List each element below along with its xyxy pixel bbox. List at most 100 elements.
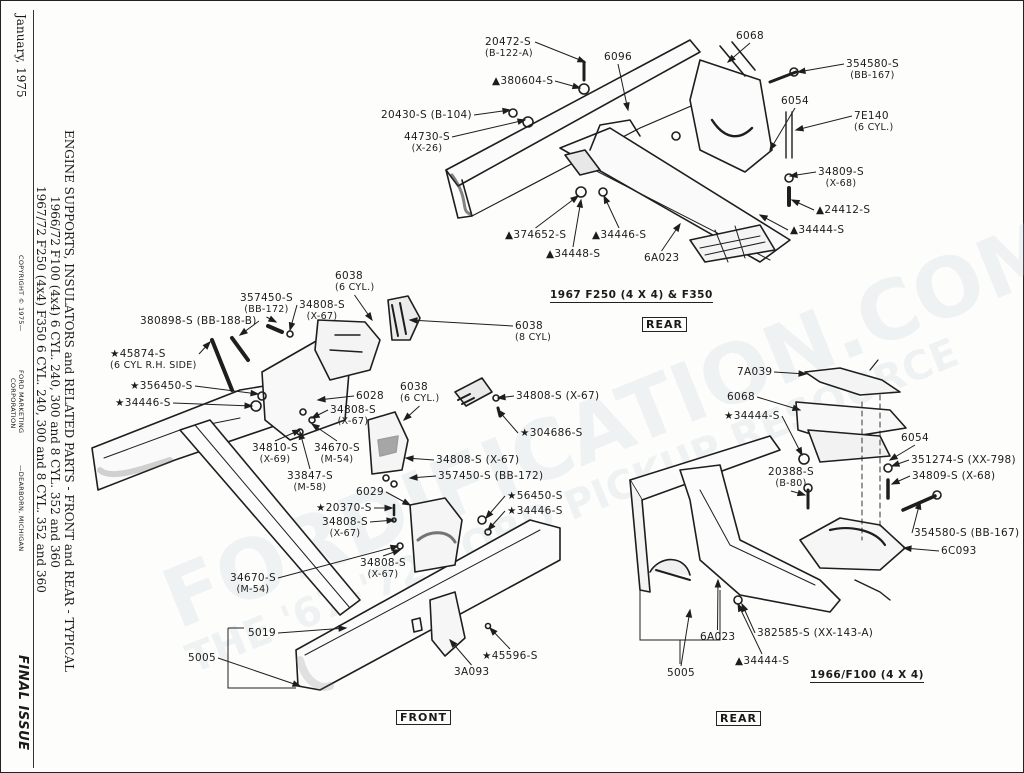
- view-label-rear-top: REAR: [642, 317, 687, 332]
- part-callout-24412-s: ▲24412-S: [816, 204, 870, 216]
- part-number: ★45874-S: [110, 348, 166, 360]
- part-callout-34810-s: 34810-S(X-69): [252, 442, 298, 466]
- part-number: 34808-S: [322, 516, 368, 528]
- part-callout-6a023: 6A023: [644, 252, 679, 264]
- part-spec: (M-54): [320, 454, 354, 465]
- arrowhead-icon: [603, 194, 611, 205]
- arrowhead-icon: [244, 402, 254, 410]
- part-callout-357450-s-bb-172: 357450-S (BB-172): [438, 470, 543, 482]
- leader-line: [172, 402, 253, 407]
- arrowhead-icon: [250, 389, 260, 397]
- part-callout-34444-s: ★34444-S: [724, 410, 780, 422]
- part-callout-304686-s: ★304686-S: [520, 427, 583, 439]
- part-callout-34446-s: ▲34446-S: [592, 229, 646, 241]
- sheet-title: ENGINE SUPPORTS, INSULATORS and RELATED …: [62, 130, 76, 673]
- part-callout-6096: 6096: [604, 51, 632, 63]
- part-callout-45874-s: ★45874-S(6 CYL R.H. SIDE): [110, 348, 197, 372]
- part-number: ★56450-S: [507, 490, 563, 502]
- arrowhead-icon: [502, 107, 512, 115]
- part-spec: (X-68): [825, 178, 857, 189]
- sheet-subtitle-f100: 1966/72 F100 (4x4) 6 CYL. 240, 300 and 8…: [48, 196, 62, 568]
- part-callout-6028: 6028: [356, 390, 384, 402]
- part-number: 354580-S: [846, 58, 899, 70]
- part-callout-380898-s-bb-188-b: 380898-S (BB-188-B): [140, 315, 257, 327]
- arrowhead-icon: [791, 404, 802, 412]
- part-callout-6a023: 6A023: [700, 631, 735, 643]
- part-callout-5005: 5005: [667, 667, 695, 679]
- part-number: 6068: [736, 30, 764, 42]
- part-number: ★34444-S: [724, 410, 780, 422]
- arrowhead-icon: [788, 171, 798, 179]
- part-callout-6068: 6068: [727, 391, 755, 403]
- part-number: ▲34448-S: [546, 248, 601, 260]
- arrowhead-icon: [890, 477, 901, 485]
- part-number: 20472-S: [485, 36, 531, 48]
- arrowhead-icon: [298, 430, 306, 441]
- part-number: ▲34444-S: [735, 655, 790, 667]
- part-spec: (X-67): [329, 528, 361, 539]
- part-number: ★34446-S: [507, 505, 563, 517]
- arrowhead-icon: [497, 408, 506, 418]
- part-number: 354580-S (BB-167): [914, 527, 1020, 539]
- part-number: 34810-S: [252, 442, 298, 454]
- leader-lines: [172, 41, 940, 689]
- arrowhead-icon: [914, 500, 922, 511]
- part-callout-34444-s: ▲34444-S: [735, 655, 789, 667]
- publisher-corp: CORPORATION: [9, 378, 17, 429]
- part-callout-7e140: 7E140(6 CYL.): [854, 110, 893, 134]
- part-number: 6A023: [644, 252, 680, 264]
- part-callout-5005: 5005: [188, 652, 216, 664]
- part-number: ★356450-S: [130, 380, 193, 392]
- part-spec: (6 CYL.): [400, 393, 440, 404]
- arrowhead-icon: [404, 455, 414, 462]
- sheet-subtitle-f250-f350: 1967/72 F250 (4x4) F350 6 CYL. 240, 300 …: [34, 186, 48, 593]
- part-number: 34808-S: [299, 299, 345, 311]
- arrowhead-icon: [726, 54, 736, 63]
- part-spec: (M-58): [293, 482, 327, 493]
- part-number: 6038: [515, 320, 543, 332]
- arrowhead-icon: [238, 327, 249, 336]
- arrowhead-icon: [402, 412, 412, 421]
- part-callout-34809-s: 34809-S(X-68): [818, 166, 864, 190]
- part-number: ▲24412-S: [816, 204, 871, 216]
- part-callout-20388-s: 20388-S(B-80): [768, 466, 814, 490]
- part-number: 6054: [781, 95, 809, 107]
- part-spec: (6 CYL.): [335, 282, 375, 293]
- arrowhead-icon: [516, 118, 527, 125]
- part-number: 34670-S: [314, 442, 360, 454]
- part-callout-354580-s: 354580-S(BB-167): [846, 58, 899, 82]
- part-callout-6038: 6038(8 CYL): [515, 320, 551, 344]
- part-number: 6054: [901, 432, 929, 444]
- part-number: 34808-S: [360, 557, 406, 569]
- part-callout-34808-s: 34808-S(X-67): [360, 557, 406, 581]
- part-callout-34670-s: 34670-S(M-54): [314, 442, 360, 466]
- view-label-rear-bottom: REAR: [716, 711, 761, 726]
- part-number: 34809-S (X-68): [912, 470, 996, 482]
- part-callout-33847-s: 33847-S(M-58): [287, 470, 333, 494]
- part-spec: (BB-167): [850, 70, 895, 81]
- part-number: 351274-S (XX-798): [911, 454, 1016, 466]
- part-callout-6054: 6054: [901, 432, 929, 444]
- part-number: 5019: [248, 627, 276, 639]
- publisher-name: FORD MARKETING: [17, 370, 25, 434]
- part-callout-34808-s: 34808-S(X-67): [322, 516, 368, 540]
- part-spec: (6 CYL R.H. SIDE): [110, 360, 197, 371]
- arrowhead-icon: [758, 214, 769, 222]
- part-callout-34808-s: 34808-S(X-67): [299, 299, 345, 323]
- part-spec: (M-54): [236, 584, 270, 595]
- arrowhead-icon: [902, 545, 912, 552]
- arrowhead-icon: [714, 578, 722, 588]
- part-spec: (X-67): [367, 569, 399, 580]
- part-spec: (8 CYL): [515, 332, 552, 343]
- leader-line: [617, 63, 629, 111]
- part-spec: (BB-172): [244, 304, 289, 315]
- part-callout-374652-s: ▲374652-S: [505, 229, 566, 241]
- part-callout-354580-s-bb-167: 354580-S (BB-167): [914, 527, 1019, 539]
- arrowhead-icon: [364, 311, 373, 322]
- arrowhead-icon: [798, 370, 808, 377]
- issue-date: January, 1975: [14, 14, 28, 98]
- arrowhead-icon: [790, 199, 801, 207]
- part-number: ★34446-S: [115, 397, 171, 409]
- part-callout-6038: 6038(6 CYL.): [400, 381, 439, 405]
